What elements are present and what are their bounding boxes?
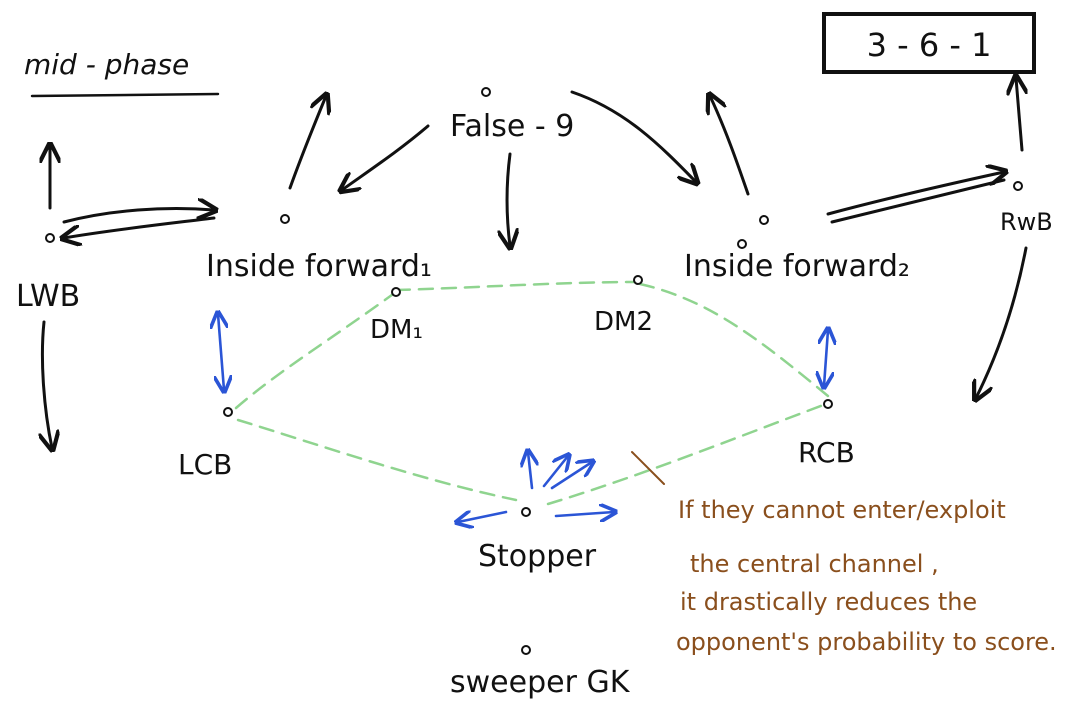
rcb-label: RCB: [798, 436, 855, 469]
dm2-node: [633, 275, 643, 285]
note-line-2: the central channel ,: [690, 550, 939, 578]
rwb-label: RwB: [1000, 208, 1053, 236]
arrow-lwb-to-if1: [62, 209, 214, 224]
arrow-stopper-right: [554, 512, 614, 516]
inside-forward-2-label: Inside forward₂: [684, 249, 910, 284]
connection-lcb-stopper: [236, 418, 518, 502]
lwb-label: LWB: [16, 279, 80, 314]
inside-forward-2-node: [759, 215, 769, 225]
arrow-rwb-to-if2: [830, 178, 1006, 224]
arrow-if1-up: [288, 96, 326, 190]
inside-forward-2-secondary-node: [737, 239, 747, 249]
note-line-1: If they cannot enter/exploit: [678, 496, 1006, 524]
cover-arrows: [218, 314, 828, 522]
connection-stopper-rcb: [546, 402, 828, 506]
stopper-label: Stopper: [478, 539, 597, 574]
arrow-if2-to-rwb: [826, 172, 1004, 216]
arrow-if2-up: [710, 96, 750, 196]
arrow-stopper-up: [528, 452, 532, 490]
player-nodes: [45, 87, 1023, 655]
title-underline: [30, 92, 220, 98]
lwb-node: [45, 233, 55, 243]
dm1-label: DM₁: [370, 315, 423, 345]
movement-arrows: [42, 78, 1026, 448]
inside-forward-1-node: [280, 214, 290, 224]
arrow-rwb-up: [1016, 78, 1022, 152]
arrow-stopper-left: [458, 512, 508, 522]
arrow-rcb-if2: [824, 330, 828, 386]
note-line-4: opponent's probability to score.: [676, 628, 1057, 656]
dm2-label: DM2: [594, 307, 653, 337]
rwb-node: [1013, 181, 1023, 191]
sweeper-gk-label: sweeper GK: [450, 665, 631, 700]
dm1-node: [391, 287, 401, 297]
sweeper-gk-node: [521, 645, 531, 655]
connection-dm2-rcb: [638, 282, 830, 398]
arrow-rwb-down: [976, 246, 1028, 398]
rcb-node: [823, 399, 833, 409]
arrow-lwb-down: [42, 320, 52, 448]
arrow-stopper-up-right-1: [542, 456, 568, 488]
arrow-false9-left: [342, 124, 430, 190]
arrow-false9-down: [507, 152, 510, 246]
false-9-label: False - 9: [450, 109, 574, 144]
arrow-false9-right: [570, 90, 696, 182]
formation-box: [822, 12, 1036, 74]
false-9-node: [481, 87, 491, 97]
arrow-stopper-up-right-2: [550, 462, 592, 490]
lcb-label: LCB: [178, 448, 232, 481]
position-labels: LWB False - 9 Inside forward₁ Inside for…: [16, 109, 1053, 700]
note-line-3: it drastically reduces the: [680, 588, 977, 616]
connection-dm1-dm2: [394, 280, 638, 292]
formation-label: 3 - 6 - 1: [867, 26, 992, 64]
arrow-if1-to-lwb: [64, 216, 216, 238]
connection-lines: [234, 280, 830, 506]
connection-lcb-dm1: [234, 290, 398, 410]
arrow-lcb-if1: [218, 314, 224, 390]
phase-title: mid - phase: [24, 48, 189, 81]
inside-forward-1-label: Inside forward₁: [206, 249, 432, 284]
note-pointer: [631, 451, 665, 485]
stopper-node: [521, 507, 531, 517]
lcb-node: [223, 407, 233, 417]
tactical-note: If they cannot enter/exploit the central…: [631, 451, 1057, 656]
